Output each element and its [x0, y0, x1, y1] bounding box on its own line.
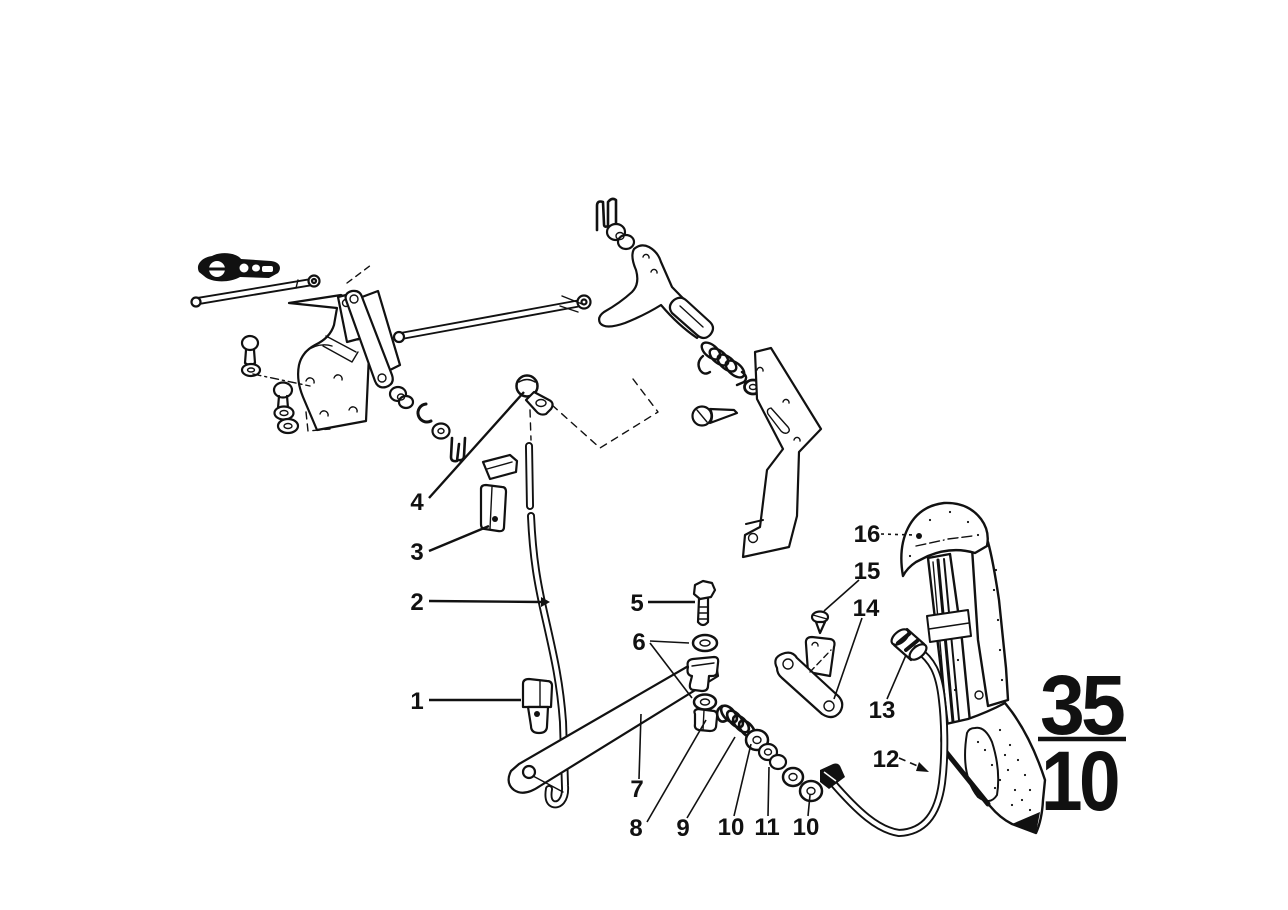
plate-bolt-lower	[272, 381, 331, 435]
accelerator-pedal	[900, 501, 1047, 835]
intermediate-rod	[392, 294, 592, 344]
callout-13: 13	[869, 697, 896, 724]
bell-crank	[598, 244, 715, 340]
pull-rod	[820, 645, 949, 838]
return-spring-top	[697, 341, 748, 387]
callout-6: 6	[632, 629, 645, 656]
washer-mid	[781, 766, 805, 788]
pedal-stipple	[908, 510, 1032, 812]
bracket-right	[741, 346, 823, 559]
support-link-assembly	[322, 289, 402, 389]
rod-sleeve	[890, 627, 928, 662]
callout-labels: 1 2 3 4 5 6 7 8 9 10 11 10 12 13 14 15 1…	[410, 489, 899, 842]
washer-10-right	[798, 779, 824, 803]
callout-1: 1	[410, 688, 423, 715]
washer-6-lower	[692, 693, 718, 711]
mounting-screw-top	[691, 405, 739, 427]
washer-6-upper	[691, 633, 719, 653]
pedal-mounting-plate	[287, 264, 373, 432]
section-code-denominator: 10	[1041, 734, 1118, 828]
callout-12: 12	[873, 746, 900, 773]
callout-3: 3	[410, 539, 423, 566]
callout-leaders	[428, 391, 929, 823]
callout-5: 5	[630, 590, 643, 617]
throttle-lever-silhouette	[197, 253, 280, 282]
callout-10a: 10	[718, 814, 745, 841]
accelerator-rod	[525, 442, 570, 809]
ball-pin	[515, 374, 554, 416]
callout-16: 16	[854, 521, 881, 548]
bushing-clip-cascade	[388, 385, 467, 463]
rod-clamp	[479, 453, 519, 533]
section-code-numerator: 35	[1040, 658, 1124, 752]
assembly-dash-lines	[529, 378, 659, 449]
callout-2: 2	[410, 589, 423, 616]
lever-bolt	[692, 579, 717, 627]
spacer-bushing-11	[757, 742, 788, 771]
section-code: 35 10	[1038, 658, 1128, 828]
callout-8: 8	[629, 815, 642, 842]
throttle-rod-left	[190, 274, 321, 308]
callout-7: 7	[630, 776, 643, 803]
plate-bolt-upper	[240, 334, 311, 387]
callout-9: 9	[676, 815, 689, 842]
pivot-block	[521, 677, 554, 735]
callout-4: 4	[410, 489, 424, 516]
callout-15: 15	[854, 558, 881, 585]
pivot-bushing-top	[605, 222, 636, 251]
rubber-clamp-upper	[686, 655, 720, 693]
callout-10b: 10	[793, 814, 820, 841]
relay-lever	[774, 635, 844, 719]
callout-14: 14	[853, 595, 880, 622]
callout-11: 11	[754, 814, 779, 841]
stop-screw	[810, 610, 830, 635]
